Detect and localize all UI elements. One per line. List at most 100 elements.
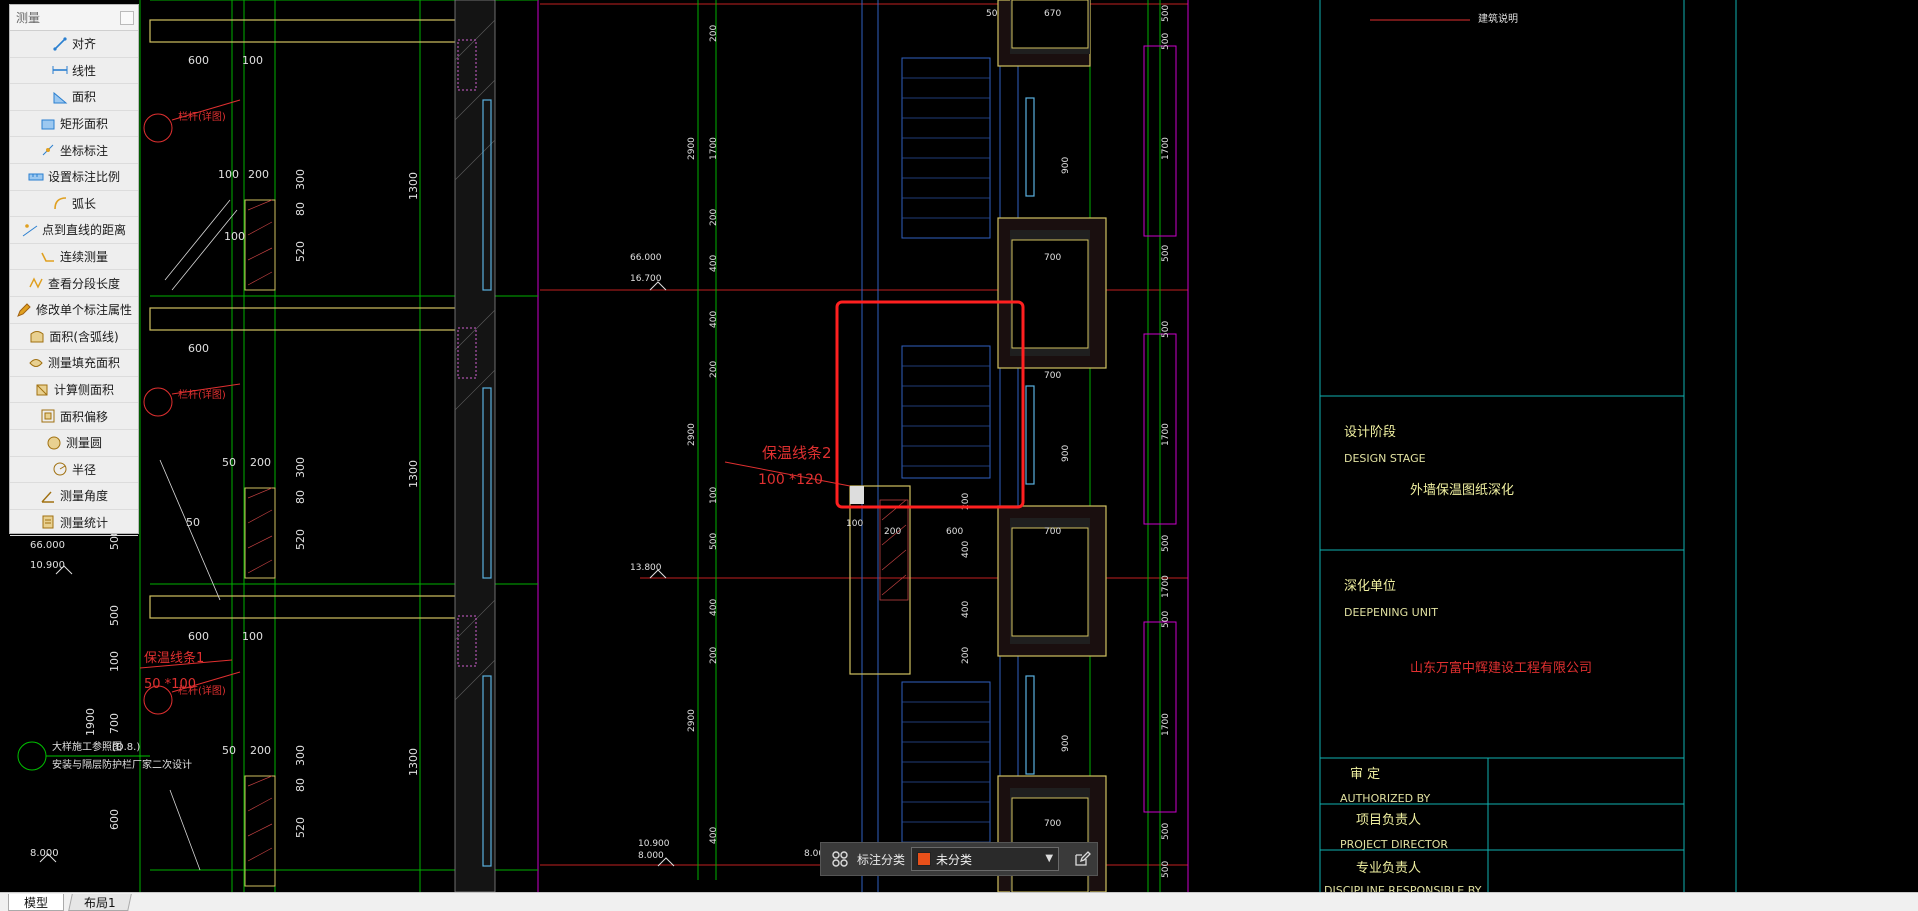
authorized-en: AUTHORIZED BY [1340,792,1431,805]
dim-text: 500 [108,529,121,550]
dim-text: 100 [846,519,863,529]
dim-text: 1300 [407,172,420,200]
annotation-category-select[interactable]: 未分类 ▼ [911,847,1060,871]
measure-tool-aligned-dimension[interactable]: 对齐 [10,31,138,58]
measure-tool-continuous-measure[interactable]: 连续测量 [10,244,138,271]
measure-tool-label: 面积(含弧线) [49,329,119,344]
elevation-text: 8.000 [30,848,59,859]
measure-tool-angle[interactable]: 测量角度 [10,483,138,510]
dim-text: 200 [248,168,269,181]
elevation-text: 8.000 [638,851,664,861]
left-lower-notes: 大样施工参照图 安装与隔层防护栏厂家二次设计 (D.8.) 66.000 10.… [17,540,192,863]
center-dimension-labels: 200 1700 200 400 400 200 100 500 400 200… [630,5,1171,878]
elevation-text: 66.000 [630,253,662,263]
measure-tool-label: 坐标标注 [59,143,108,158]
measure-tool-label: 面积偏移 [59,409,108,424]
dim-text: 500 [1161,861,1171,878]
dim-text: 80 [294,778,307,792]
measure-tool-linear-dimension[interactable]: 线性 [10,58,138,85]
dim-text: 400 [709,311,719,328]
measure-tool-label: 测量角度 [59,489,108,504]
coordinate-icon [40,142,56,158]
measure-tool-area-offset[interactable]: 面积偏移 [10,403,138,430]
dim-text: 1700 [709,137,719,160]
elevation-text: 10.900 [638,839,670,849]
cad-drawing-canvas[interactable]: 600 100 100 200 100 300 80 520 1300 600 … [0,0,1918,892]
tab-layout1[interactable]: 布局1 [68,894,132,911]
measure-tool-label: 设置标注比例 [47,170,120,185]
measure-tool-label: 半径 [71,462,96,477]
layout-tab-bar: 模型 布局1 [0,892,1918,911]
dim-text: 2900 [687,137,697,160]
dim-text: 600 [188,342,209,355]
close-icon[interactable] [120,11,134,25]
dim-text: 600 [108,809,121,830]
hatch-area-icon [28,355,44,371]
dim-text: 100 [224,230,245,243]
dim-text: 600 [188,54,209,67]
dim-text: 2900 [687,423,697,446]
chevron-down-icon: ▼ [1045,853,1054,864]
measure-tool-side-area[interactable]: 计算侧面积 [10,377,138,404]
measure-tool-label: 矩形面积 [59,117,108,132]
arc-length-icon [52,195,68,211]
measure-tool-area[interactable]: 面积 [10,84,138,111]
measure-tool-label: 弧长 [71,196,96,211]
measure-tool-statistics[interactable]: 测量统计 [10,510,138,537]
insulation-note-2-dim: 100 *120 [758,472,823,488]
dim-text: 500 [1161,5,1171,22]
dim-text: 100 [242,630,263,643]
annotation-category-label: 标注分类 [857,852,906,867]
dim-text: 50 [986,9,998,19]
dim-text: 900 [1061,735,1071,752]
measure-tool-hatch-area[interactable]: 测量填充面积 [10,350,138,377]
design-stage-cn: 设计阶段 [1344,425,1396,440]
measure-tool-arc-length[interactable]: 弧长 [10,191,138,218]
edit-icon[interactable] [1069,846,1095,872]
statistics-icon [40,514,56,530]
detail-ref-text: (D.8.) [112,742,140,753]
insulation-note-1: 保温线条1 [144,650,204,666]
dim-text: 1700 [1161,575,1171,598]
director-cn: 项目负责人 [1356,813,1421,828]
radius-icon [52,461,68,477]
measure-panel: 测量 对齐线性面积矩形面积坐标标注设置标注比例弧长点到直线的距离连续测量查看分段… [9,4,139,537]
measure-tool-label: 面积 [71,90,96,105]
dim-text: 200 [250,744,271,757]
dim-text: 520 [294,529,307,550]
measure-tool-radius[interactable]: 半径 [10,457,138,484]
measure-tool-rectangle-area[interactable]: 矩形面积 [10,111,138,138]
dim-text: 1700 [1161,713,1171,736]
measure-tool-coordinate[interactable]: 坐标标注 [10,137,138,164]
dim-text: 200 [709,25,719,42]
design-stage-en: DESIGN STAGE [1344,452,1426,465]
dim-text: 600 [946,527,963,537]
linear-dimension-icon [52,62,68,78]
left-red-notes: 栏杆(详图) 栏杆(详图) 栏杆(详图) 保温线条1 50 *100 [139,99,241,715]
dim-text: 200 [709,361,719,378]
aligned-dimension-icon [52,36,68,52]
dim-text: 100 [242,54,263,67]
dim-text: 300 [294,169,307,190]
dim-text: 80 [294,202,307,216]
measure-panel-title-bar[interactable]: 测量 [10,5,138,31]
area-offset-icon [40,408,56,424]
area-icon [52,89,68,105]
center-section-block [540,0,1189,892]
selection-highlight-box [835,300,1025,509]
segment-length-icon [28,275,44,291]
measure-tool-circle[interactable]: 测量圆 [10,430,138,457]
left-elevation-block [139,0,539,892]
measure-tool-edit-dimension[interactable]: 修改单个标注属性 [10,297,138,324]
measure-tool-point-line-distance[interactable]: 点到直线的距离 [10,217,138,244]
tab-model[interactable]: 模型 [8,894,64,911]
measure-tool-arc-area[interactable]: 面积(含弧线) [10,324,138,351]
detail-note: 栏杆(详图) [178,388,226,401]
elevation-text: 66.000 [30,540,65,551]
measure-tool-segment-length[interactable]: 查看分段长度 [10,270,138,297]
design-stage-value: 外墙保温图纸深化 [1410,483,1514,498]
dim-text: 50 [222,744,236,757]
grid-icon[interactable] [827,846,853,872]
dim-text: 200 [961,647,971,664]
measure-tool-scale[interactable]: 设置标注比例 [10,164,138,191]
